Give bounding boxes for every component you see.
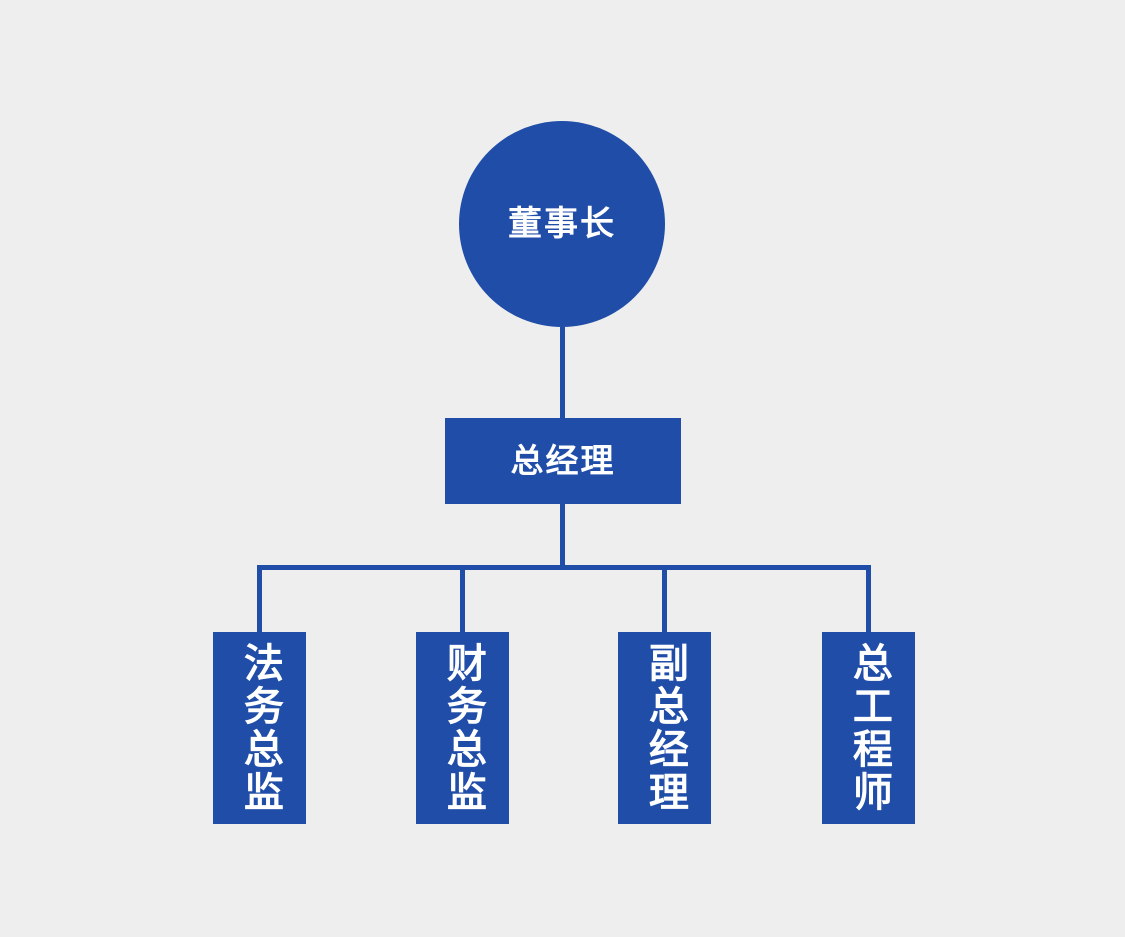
connector-chairman-to-general-manager [560, 327, 565, 419]
connector-drop-legal-director [257, 565, 262, 633]
node-chief-engineer[interactable]: 总工程师 [822, 632, 915, 824]
node-finance-director[interactable]: 财务总监 [416, 632, 509, 824]
node-deputy-general-manager-label: 副总经理 [642, 642, 687, 814]
connector-drop-finance-director [460, 565, 465, 633]
node-chief-engineer-label: 总工程师 [846, 642, 891, 814]
node-chairman[interactable]: 董事长 [459, 121, 665, 327]
node-deputy-general-manager[interactable]: 副总经理 [618, 632, 711, 824]
node-legal-director[interactable]: 法务总监 [213, 632, 306, 824]
connector-general-manager-stem [560, 504, 565, 568]
connector-drop-chief-engineer [866, 565, 871, 633]
node-general-manager[interactable]: 总经理 [445, 418, 681, 504]
node-legal-director-label: 法务总监 [237, 642, 282, 814]
node-general-manager-label: 总经理 [510, 442, 616, 480]
node-chairman-label: 董事长 [508, 204, 616, 243]
connector-drop-deputy-general-manager [662, 565, 667, 633]
connector-horizontal-bus [257, 565, 871, 570]
node-finance-director-label: 财务总监 [440, 642, 485, 814]
